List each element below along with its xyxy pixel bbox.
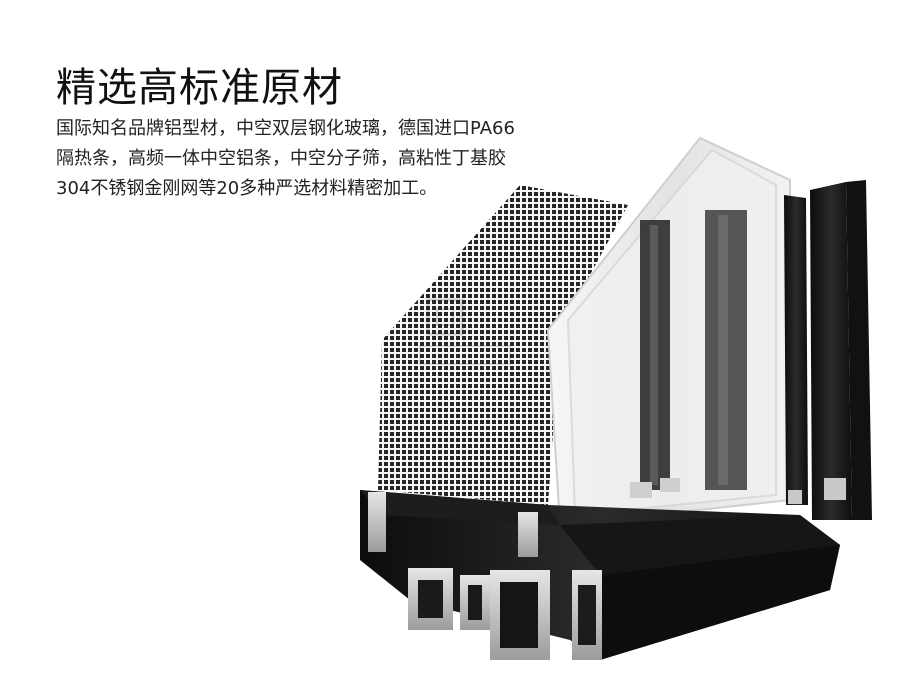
vertical-frame-profile-2 (810, 182, 852, 520)
stainless-steel-mesh (378, 185, 628, 505)
description-line: 304不锈钢金刚网等20多种严选材料精密加工。 (56, 178, 438, 199)
materials-description: 国际知名品牌铝型材，中空双层钢化玻璃，德国进口PA66 隔热条，高频一体中空铝条… (56, 114, 576, 204)
window-logo-watermark (419, 298, 511, 365)
vertical-frame-profile-3 (846, 180, 872, 520)
vertical-frame-profile-1 (784, 195, 808, 505)
page-title: 精选高标准原材 (56, 65, 343, 111)
aluminum-section-5 (518, 512, 538, 557)
description-line: 隔热条，高频一体中空铝条，中空分子筛，高粘性丁基胶 (56, 148, 506, 169)
description-line: 国际知名品牌铝型材，中空双层钢化玻璃，德国进口PA66 (56, 118, 515, 139)
aluminum-section-1 (368, 492, 386, 552)
